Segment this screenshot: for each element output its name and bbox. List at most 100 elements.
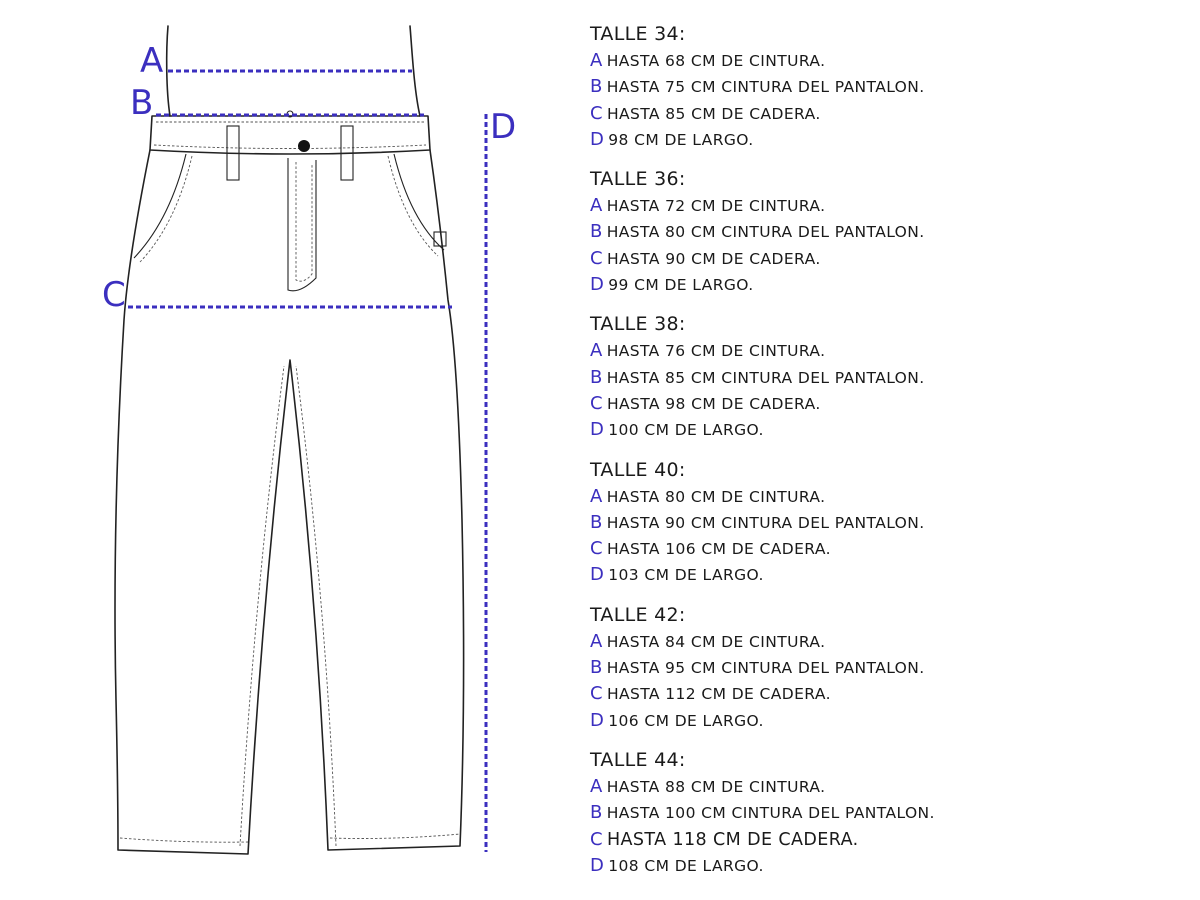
measurement-letter: B — [590, 802, 603, 824]
measurement-letter: C — [590, 538, 603, 560]
hem-left-stitch — [119, 837, 249, 843]
measurement-letter: D — [590, 419, 605, 441]
measurement-text: HASTA 80 CM DE CINTURA. — [606, 487, 826, 506]
measurement-text: 100 CM DE LARGO. — [608, 421, 764, 440]
size-title: TALLE 36: — [590, 168, 686, 191]
measure-label-b: B — [130, 83, 153, 123]
measurement-letter: D — [590, 854, 605, 876]
coin-pocket-tab — [433, 231, 447, 247]
measurement-text: 103 CM DE LARGO. — [608, 566, 764, 585]
measurement-text: HASTA 85 CM CINTURA DEL PANTALON. — [606, 368, 925, 387]
torso-right-outline — [409, 25, 421, 117]
pocket-right-stitch — [387, 155, 439, 257]
button — [298, 140, 310, 152]
inseam-right-stitch — [295, 365, 337, 847]
measurement-letter: C — [590, 828, 603, 850]
measurement-letter: D — [590, 564, 605, 586]
pants-outline — [114, 149, 465, 855]
hem-right-stitch — [329, 833, 461, 839]
measurement-letter: A — [590, 340, 603, 362]
belt-loop-right — [340, 125, 354, 181]
measurement-text: HASTA 95 CM CINTURA DEL PANTALON. — [606, 659, 925, 678]
measurement-letter: B — [590, 511, 603, 533]
inseam-left-stitch — [239, 365, 285, 847]
waistband-stitch-lower — [153, 144, 427, 149]
measurement-text: HASTA 98 CM DE CADERA. — [606, 394, 821, 413]
measurement-text: HASTA 100 CM CINTURA DEL PANTALON. — [606, 804, 935, 823]
size-title: TALLE 34: — [590, 23, 686, 45]
fly — [287, 158, 317, 292]
measure-label-c: C — [102, 275, 126, 315]
measurement-letter: B — [590, 366, 603, 388]
measurement-letter: C — [590, 247, 603, 269]
measurement-letter: B — [590, 76, 603, 98]
pocket-left-stitch — [139, 155, 193, 263]
measurement-text: 98 CM DE LARGO. — [608, 130, 754, 149]
fly-stitch — [295, 162, 313, 282]
measurement-text: 99 CM DE LARGO. — [608, 276, 754, 295]
waistband — [149, 115, 431, 155]
measurement-letter: A — [590, 485, 603, 507]
measurement-letter: A — [590, 775, 603, 797]
pocket-left — [133, 153, 187, 259]
measurement-text: HASTA 106 CM DE CADERA. — [606, 540, 831, 559]
measure-label-d: D — [490, 107, 516, 147]
measurement-letter: C — [590, 683, 603, 705]
measurement-text: HASTA 90 CM DE CADERA. — [606, 249, 821, 268]
measurement-letter: C — [590, 392, 603, 414]
measurement-text: HASTA 90 CM CINTURA DEL PANTALON. — [606, 513, 925, 532]
measurement-text: HASTA 85 CM DE CADERA. — [606, 104, 821, 123]
measurement-text: HASTA 72 CM DE CINTURA. — [606, 197, 826, 216]
size-title: TALLE 40: — [590, 458, 686, 481]
measurement-text: HASTA 76 CM DE CINTURA. — [606, 342, 826, 361]
measurement-text: HASTA 118 CM DE CADERA. — [606, 829, 859, 850]
size-title: TALLE 38: — [590, 313, 686, 336]
measurement-text: HASTA 84 CM DE CINTURA. — [606, 632, 826, 651]
measurement-letter: C — [590, 102, 603, 124]
measure-label-a: A — [140, 41, 163, 81]
measurement-text: HASTA 112 CM DE CADERA. — [606, 685, 831, 704]
measurement-text: 106 CM DE LARGO. — [608, 711, 764, 730]
pants-diagram: A B C D — [102, 25, 516, 855]
measurement-text: HASTA 80 CM CINTURA DEL PANTALON. — [606, 223, 925, 242]
measurement-letter: D — [590, 128, 605, 150]
measurement-letter: D — [590, 274, 605, 296]
measurement-letter: A — [590, 195, 603, 217]
size-title: TALLE 42: — [590, 603, 686, 626]
measurement-letter: B — [590, 221, 603, 243]
measurement-text: HASTA 88 CM DE CINTURA. — [606, 777, 826, 796]
measurement-text: HASTA 75 CM CINTURA DEL PANTALON. — [606, 78, 925, 97]
measurement-letter: D — [590, 709, 605, 731]
measurement-text: 108 CM DE LARGO. — [608, 856, 764, 875]
belt-loop-left — [226, 125, 240, 181]
torso-left-outline — [165, 25, 171, 117]
